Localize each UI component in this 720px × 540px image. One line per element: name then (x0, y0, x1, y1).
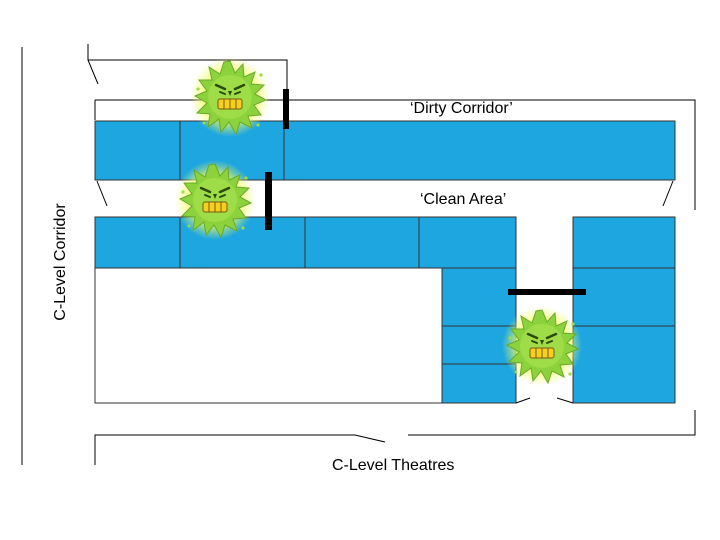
room (572, 267, 676, 327)
germ-icon (173, 158, 257, 242)
door-line (515, 397, 531, 404)
room (283, 120, 676, 181)
outer-wall-bottom-right (408, 410, 696, 436)
c-level-corridor-label: C-Level Corridor (52, 203, 69, 321)
c-level-theatres-label: C-Level Theatres (332, 457, 455, 474)
room (304, 216, 420, 269)
room (441, 267, 517, 327)
room (418, 216, 517, 269)
room (572, 325, 676, 404)
door-line (96, 180, 108, 207)
dirty-corridor-label: ‘Dirty Corridor’ (410, 100, 513, 117)
theatre-area (94, 267, 443, 404)
room (441, 363, 517, 404)
barrier-bar (283, 89, 289, 129)
room (94, 216, 181, 269)
door-line (662, 180, 674, 207)
clean-area-label: ‘Clean Area’ (420, 191, 507, 208)
outer-wall-top-left (87, 44, 99, 85)
outer-wall-top (88, 59, 288, 100)
germ-icon (500, 304, 584, 388)
room (572, 216, 676, 269)
outer-wall-bottom (94, 434, 386, 465)
door-line (556, 397, 574, 404)
germ-icon (188, 55, 272, 139)
room (94, 120, 181, 181)
barrier-bar (508, 289, 586, 295)
barrier-bar (265, 172, 272, 230)
